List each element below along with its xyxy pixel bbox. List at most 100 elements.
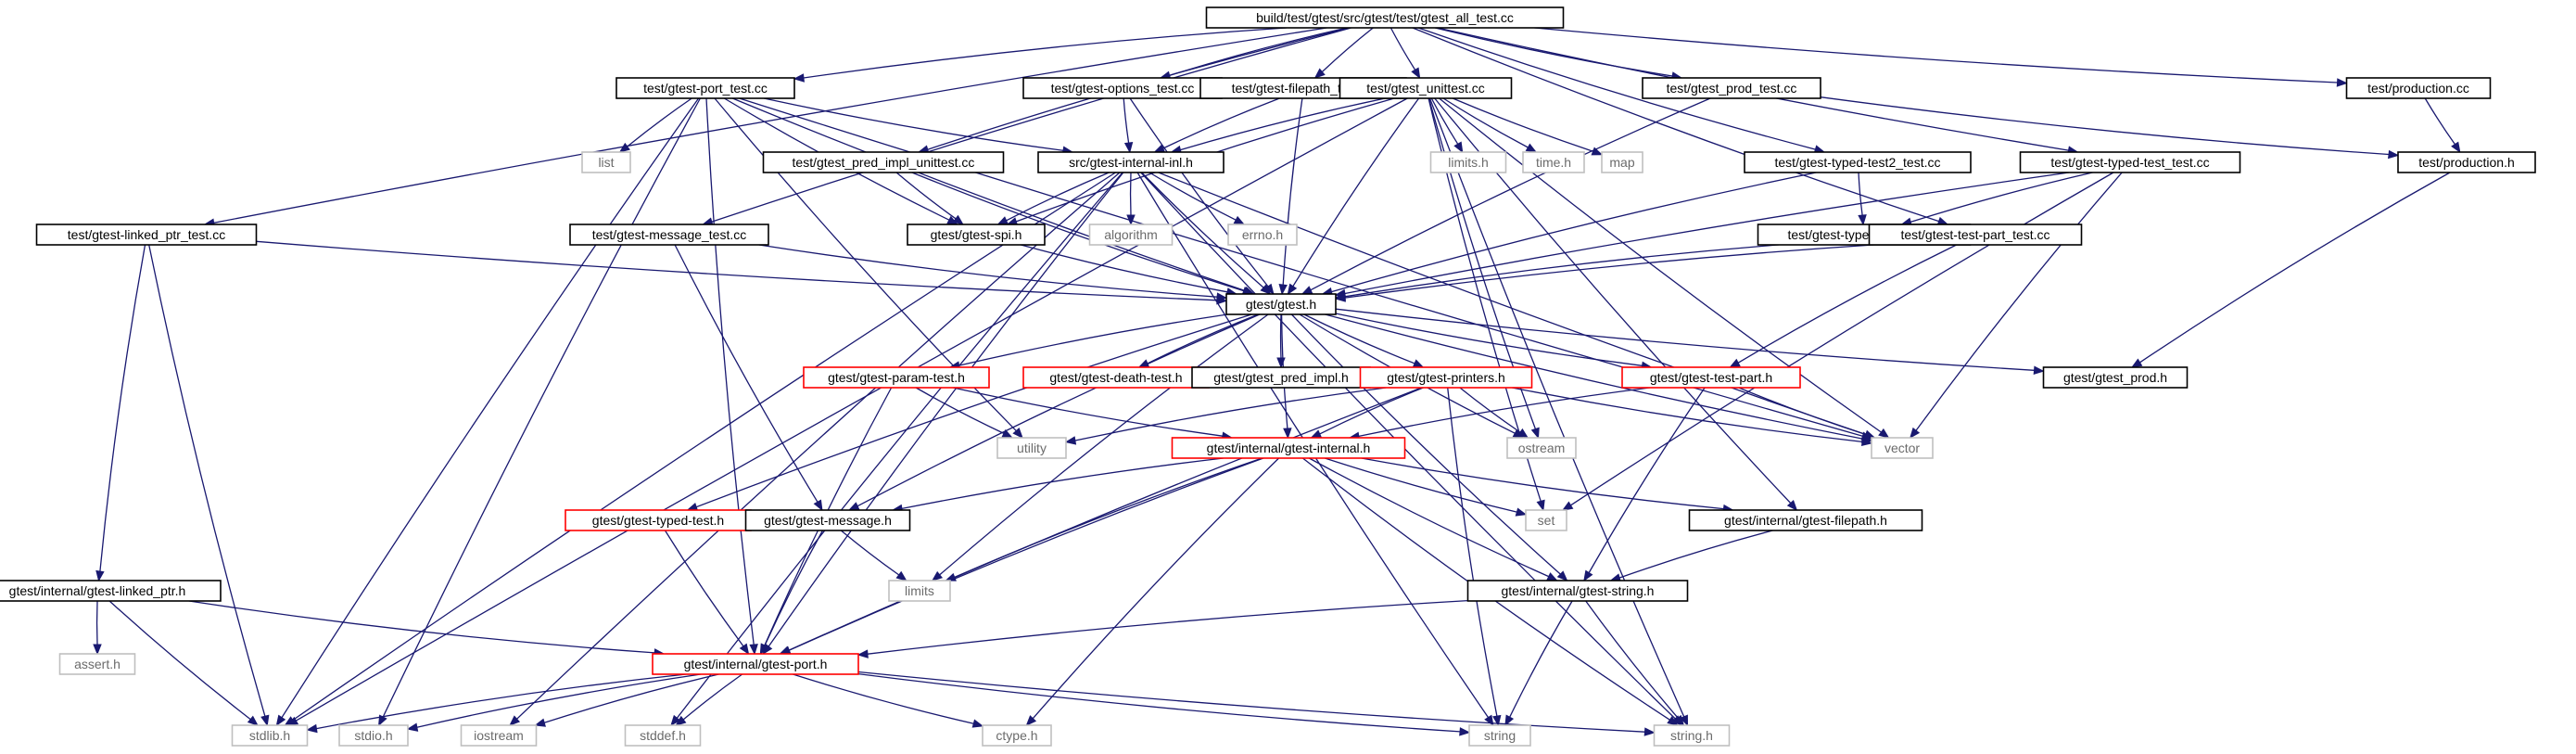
node-pred-impl-unittest[interactable]: test/gtest_pred_impl_unittest.cc xyxy=(762,151,1005,173)
node-port-h[interactable]: gtest/internal/gtest-port.h xyxy=(652,653,859,675)
edge-printers-to-utility xyxy=(1064,387,1387,445)
node-param-test[interactable]: gtest/gtest-param-test.h xyxy=(803,366,990,389)
edge-line xyxy=(1412,27,1939,223)
edge-line xyxy=(1430,97,1459,145)
node-box xyxy=(1171,437,1406,459)
edge-port_h-to-string xyxy=(857,672,1471,736)
edge-line xyxy=(1310,97,1711,291)
node-label: time.h xyxy=(1536,155,1571,170)
node-message-test[interactable]: test/gtest-message_test.cc xyxy=(569,224,769,246)
node-gtest-h[interactable]: gtest/gtest.h xyxy=(1225,293,1337,315)
node-stdio[interactable]: stdio.h xyxy=(338,724,409,747)
node-box xyxy=(1225,293,1337,315)
node-box xyxy=(1339,77,1513,99)
node-linked-ptr-h[interactable]: gtest/internal/gtest-linked_ptr.h xyxy=(0,580,222,602)
node-label: test/production.h xyxy=(2418,155,2515,170)
node-gtest-internal[interactable]: gtest/internal/gtest-internal.h xyxy=(1171,437,1406,459)
node-label: test/gtest_pred_impl_unittest.cc xyxy=(793,155,975,170)
edge-unittest-to-stdlib xyxy=(286,97,1408,726)
edge-internal_inl-to-iostream xyxy=(509,172,1121,726)
node-typed-test2[interactable]: test/gtest-typed-test2_test.cc xyxy=(1744,151,1972,173)
node-vector[interactable]: vector xyxy=(1871,437,1934,459)
node-list[interactable]: list xyxy=(581,151,631,173)
edge-line xyxy=(682,673,743,721)
node-label: stddef.h xyxy=(640,728,686,743)
node-ostream[interactable]: ostream xyxy=(1506,437,1577,459)
node-message-h[interactable]: gtest/gtest-message.h xyxy=(744,509,911,531)
node-internal-inl[interactable]: src/gtest-internal-inl.h xyxy=(1037,151,1225,173)
edge-line xyxy=(382,97,701,718)
node-box xyxy=(1429,151,1507,173)
node-options-test[interactable]: test/gtest-options_test.cc xyxy=(1022,77,1223,99)
node-test-part-test[interactable]: test/gtest-test-part_test.cc xyxy=(1868,224,2083,246)
node-map[interactable]: map xyxy=(1601,151,1643,173)
node-limits[interactable]: limits xyxy=(888,580,951,602)
node-typed-test-hdr[interactable]: gtest/gtest-typed-test.h xyxy=(565,509,752,531)
edge-line xyxy=(1585,600,1679,719)
edge-gtest_internal-to-ctype xyxy=(1025,457,1280,726)
node-set[interactable]: set xyxy=(1525,509,1567,531)
node-layer: build/test/gtest/src/gtest/test/gtest_al… xyxy=(0,6,2536,747)
edge-line xyxy=(1021,244,1228,293)
node-typed-test-cc[interactable]: test/gtest-typed-test_test.cc xyxy=(2019,151,2241,173)
arrowhead-icon xyxy=(1936,216,1949,225)
node-prod-test[interactable]: test/gtest_prod_test.cc xyxy=(1642,77,1821,99)
node-box xyxy=(744,509,911,531)
node-root[interactable]: build/test/gtest/src/gtest/test/gtest_al… xyxy=(1205,6,1565,29)
arrowhead-icon xyxy=(1680,714,1689,727)
edge-line xyxy=(1439,97,1882,433)
arrowhead-icon xyxy=(95,569,105,582)
edge-line xyxy=(544,673,719,723)
edge-linked_ptr_test-to-stdlib xyxy=(148,244,270,727)
node-production-cc[interactable]: test/production.cc xyxy=(2345,77,2492,99)
node-label: ctype.h xyxy=(996,728,1037,743)
node-ctype[interactable]: ctype.h xyxy=(982,724,1052,747)
node-gtest-prod[interactable]: gtest/gtest_prod.h xyxy=(2042,366,2189,389)
edge-line xyxy=(1618,530,1773,579)
node-filepath-h[interactable]: gtest/internal/gtest-filepath.h xyxy=(1688,509,1923,531)
node-algorithm[interactable]: algorithm xyxy=(1088,224,1174,246)
node-pred-impl[interactable]: gtest/gtest_pred_impl.h xyxy=(1191,366,1371,389)
edge-typed_test_cc-to-typed_test_h xyxy=(1900,172,2093,226)
node-limits-h[interactable]: limits.h xyxy=(1429,151,1507,173)
node-stddef[interactable]: stddef.h xyxy=(624,724,702,747)
arrowhead-icon xyxy=(1278,284,1288,296)
edge-line xyxy=(1282,97,1303,286)
node-spi[interactable]: gtest/gtest-spi.h xyxy=(907,224,1046,246)
node-label: map xyxy=(1609,155,1634,170)
node-time-h[interactable]: time.h xyxy=(1522,151,1585,173)
edge-port_h-to-stdio xyxy=(406,673,702,732)
node-test-part[interactable]: gtest/gtest-test-part.h xyxy=(1621,366,1801,389)
edge-line xyxy=(1335,313,1643,366)
arrowhead-icon xyxy=(275,714,286,727)
node-label: utility xyxy=(1017,441,1047,455)
edge-message_h-to-limits xyxy=(840,530,907,581)
arrowhead-icon xyxy=(675,715,687,726)
node-linked-ptr-test[interactable]: test/gtest-linked_ptr_test.cc xyxy=(35,224,258,246)
node-port-test[interactable]: test/gtest-port_test.cc xyxy=(615,77,795,99)
node-box xyxy=(2042,366,2189,389)
node-errno[interactable]: errno.h xyxy=(1227,224,1298,246)
edge-unittest-to-vector xyxy=(1439,97,1890,439)
arrowhead-icon xyxy=(1025,715,1037,726)
node-label: stdio.h xyxy=(354,728,392,743)
node-iostream[interactable]: iostream xyxy=(460,724,538,747)
edge-line xyxy=(1290,313,1561,575)
node-string[interactable]: string xyxy=(1468,724,1531,747)
edge-line xyxy=(1344,244,1779,298)
arrowhead-icon xyxy=(759,643,769,656)
edge-line xyxy=(1308,457,1549,578)
node-string-h[interactable]: string.h xyxy=(1653,724,1731,747)
node-unittest[interactable]: test/gtest_unittest.cc xyxy=(1339,77,1513,99)
node-box xyxy=(1468,724,1531,747)
edge-message_test-to-gtest_h xyxy=(758,244,1228,301)
node-utility[interactable]: utility xyxy=(996,437,1067,459)
node-string-h-int[interactable]: gtest/internal/gtest-string.h xyxy=(1466,580,1689,602)
edge-line xyxy=(256,240,1218,301)
node-printers[interactable]: gtest/gtest-printers.h xyxy=(1359,366,1533,389)
node-assert-h[interactable]: assert.h xyxy=(58,653,136,675)
node-death-test[interactable]: gtest/gtest-death-test.h xyxy=(1022,366,1210,389)
node-stdlib[interactable]: stdlib.h xyxy=(231,724,309,747)
edge-line xyxy=(695,313,1252,508)
node-production-h[interactable]: test/production.h xyxy=(2397,151,2536,173)
